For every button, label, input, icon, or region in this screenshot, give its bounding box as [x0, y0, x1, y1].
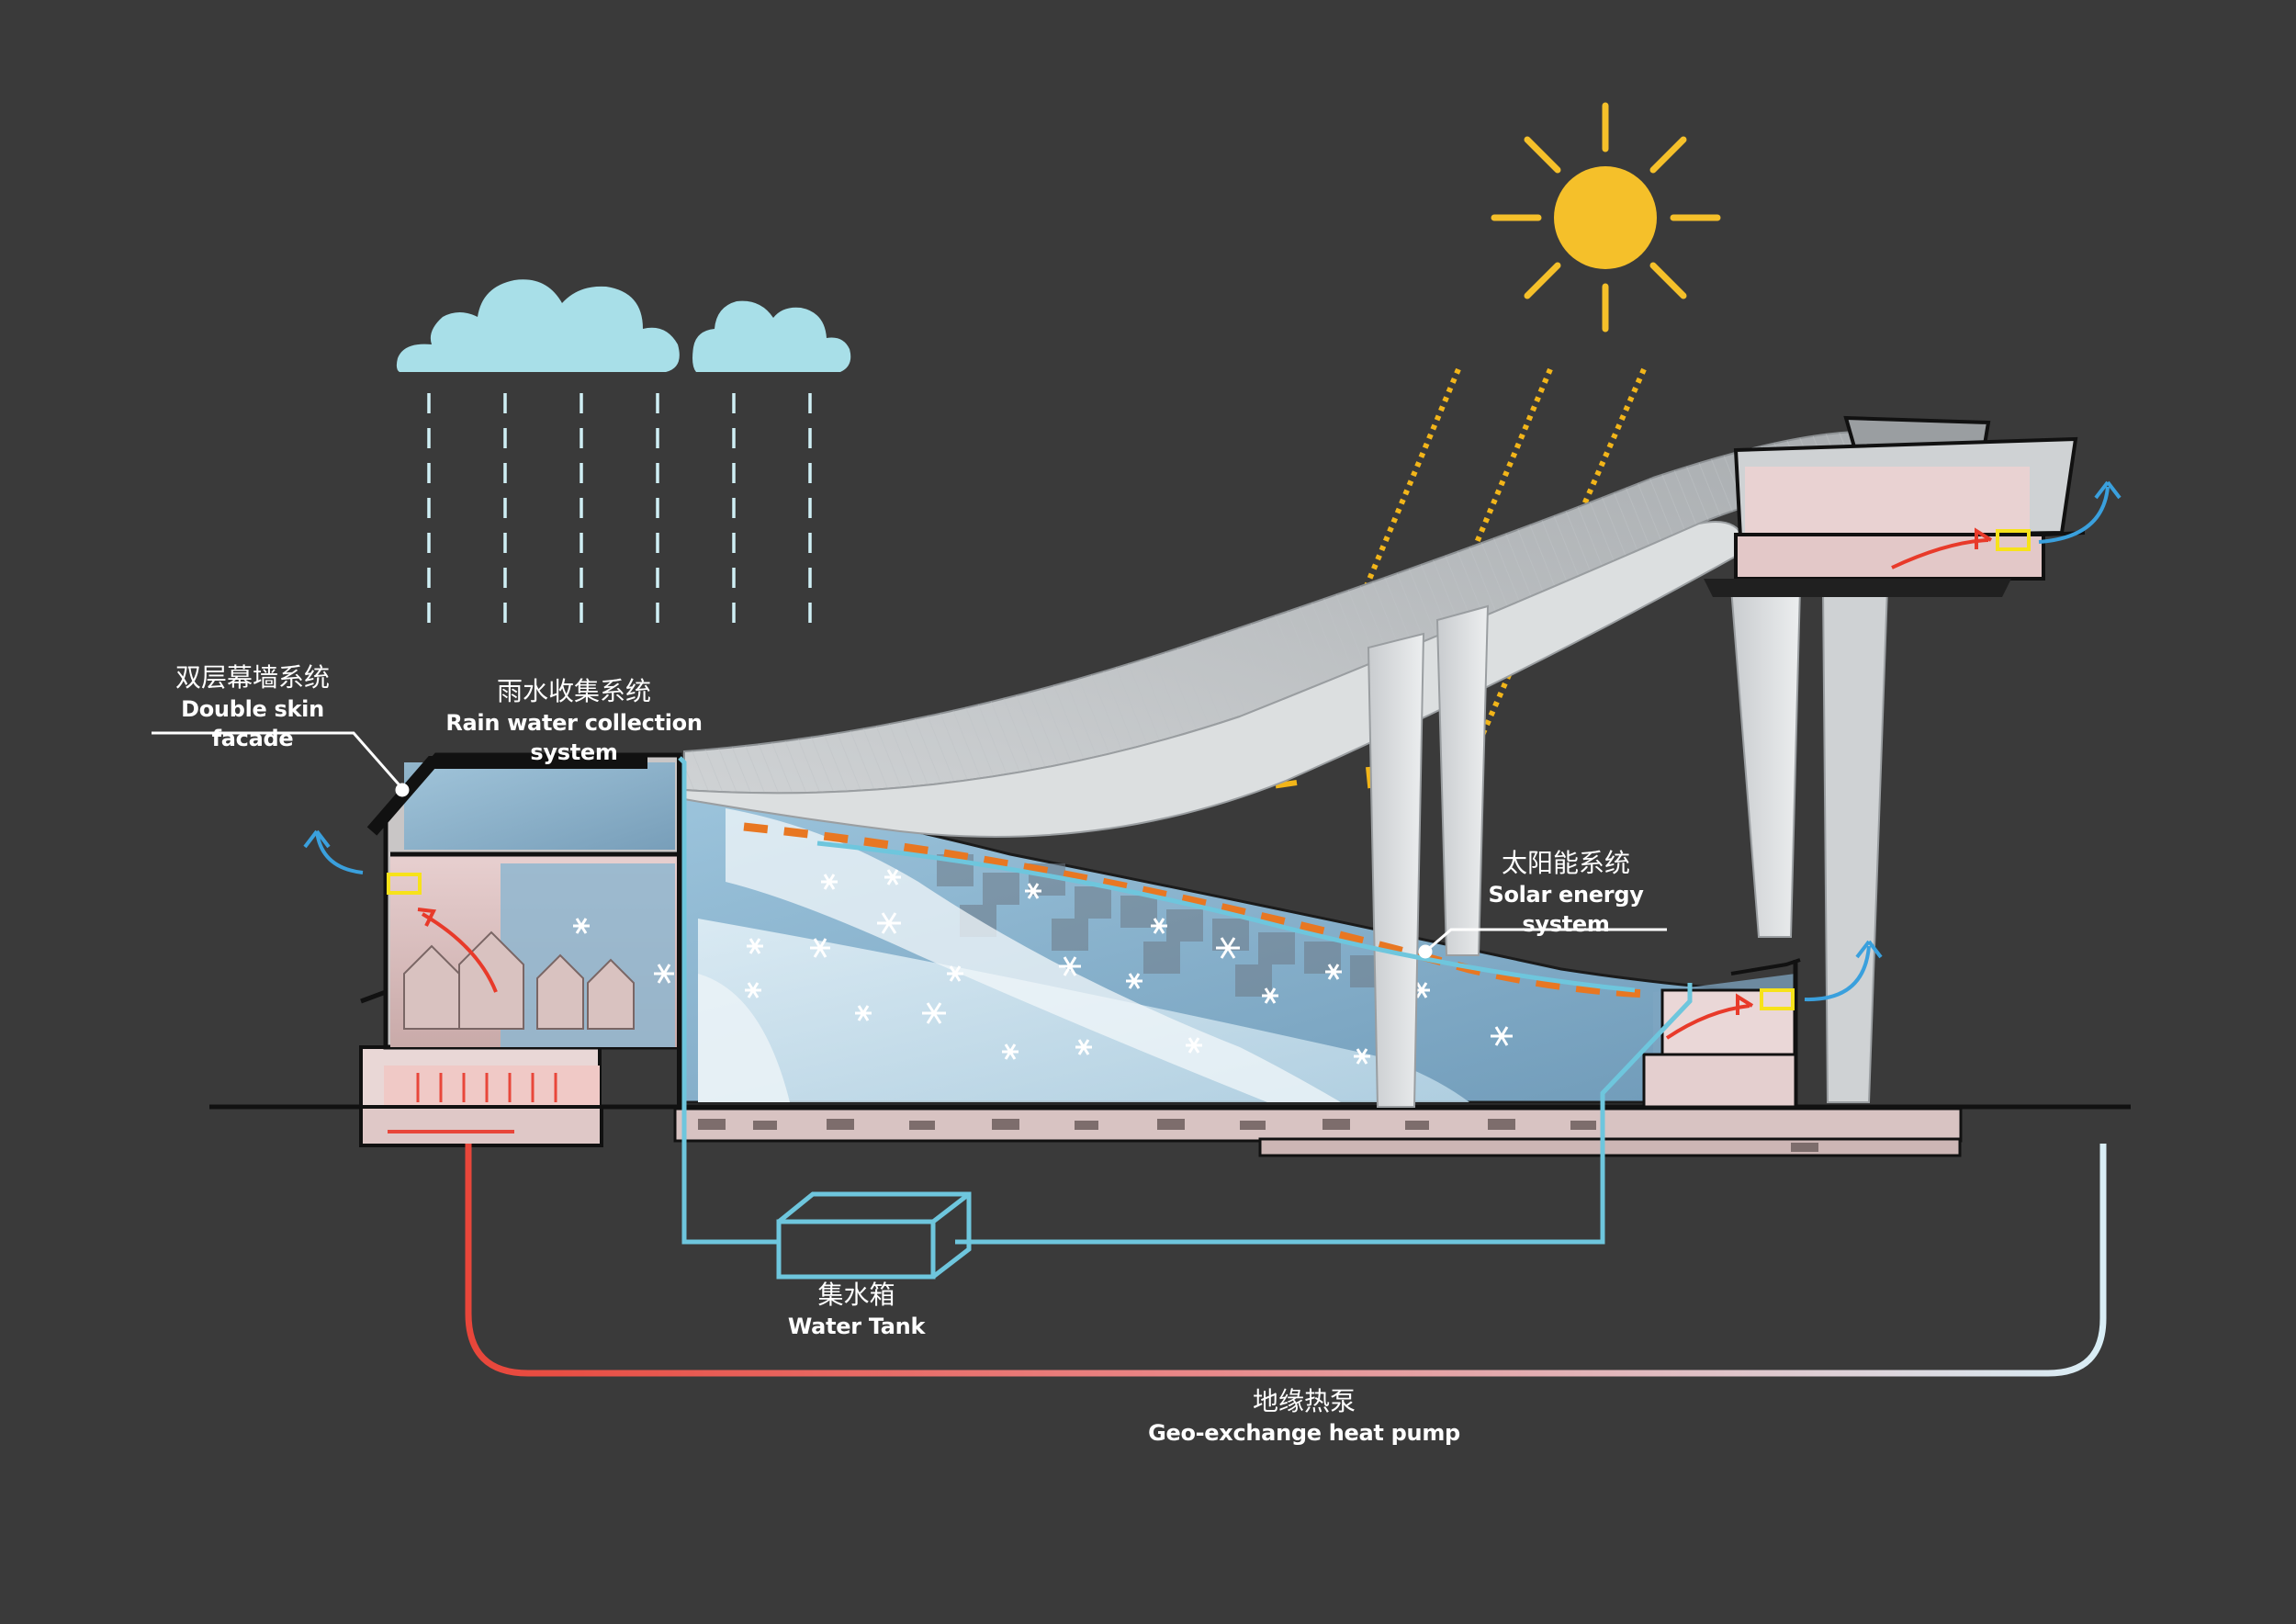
airflow-arrow-icon: [303, 480, 2122, 1040]
underground-parking: [673, 1107, 1963, 1157]
cloud-icon: [396, 279, 680, 372]
vent-left: [387, 873, 422, 895]
snowflake-icon: [573, 869, 1513, 1065]
double-skin-label-en: Double skin facade: [181, 696, 324, 751]
left-podium: [359, 1045, 603, 1147]
roof-structure: [683, 430, 1889, 1108]
solar-label: 太阳能系统 Solar energy system: [1451, 847, 1681, 939]
rainwater-pipe: [678, 756, 1693, 1245]
double-skin-label-zh: 双层幕墙系统: [174, 662, 330, 693]
rain-water-label-en: Rain water collection system: [445, 710, 703, 765]
vent-top-right: [1996, 529, 2031, 551]
rain-water-label: 雨水收集系统 Rain water collection system: [422, 675, 726, 767]
water-tank-label: 集水箱 Water Tank: [771, 1279, 941, 1341]
geo-exchange-label-en: Geo-exchange heat pump: [1148, 1420, 1460, 1446]
rain-lines: [427, 393, 812, 634]
leader-lines: [152, 731, 1667, 959]
solar-label-zh: 太阳能系统: [1501, 848, 1630, 878]
rain-water-label-zh: 雨水收集系统: [496, 676, 651, 706]
ski-hall: [682, 784, 1797, 1104]
left-building: [360, 752, 682, 1107]
geo-heat-arrows: [416, 1073, 557, 1102]
right-low-building: [1642, 958, 1801, 1109]
water-tank-label-zh: 集水箱: [817, 1280, 895, 1310]
geo-exchange-pipe: [465, 1144, 2107, 1377]
solar-label-en: Solar energy system: [1488, 882, 1644, 937]
geo-exchange-label-zh: 地缘热泵: [1252, 1386, 1356, 1416]
cloud-icon: [692, 300, 851, 372]
solar-panel-line: [743, 822, 1649, 998]
sun-icon: [1491, 102, 1721, 333]
water-tank: [776, 1191, 972, 1280]
double-skin-label: 双层幕墙系统 Double skin facade: [138, 661, 367, 753]
vent-right-low: [1760, 988, 1795, 1010]
water-tank-label-en: Water Tank: [787, 1314, 926, 1339]
top-right-building: [1704, 415, 2086, 597]
geo-exchange-label: 地缘热泵 Geo-exchange heat pump: [1120, 1385, 1488, 1448]
